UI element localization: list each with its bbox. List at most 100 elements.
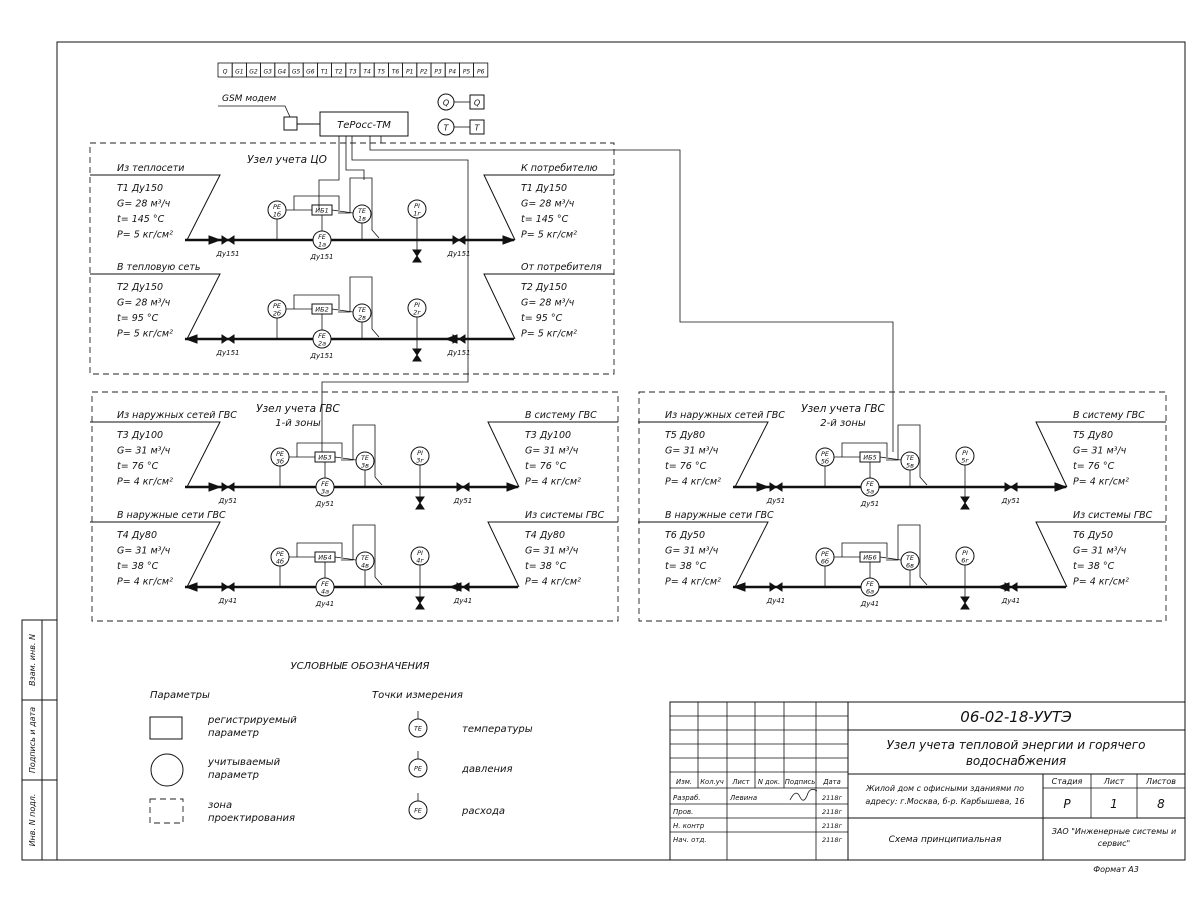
stamp-role: Нач. отд. [673,836,707,844]
return-line-ib-label: ИБ2 [315,306,328,314]
return-line-te-instrument-index: 2в [358,314,366,322]
return-line-right-param: T4 Ду80 [525,530,565,541]
gsm-leader [218,105,291,118]
return-line-ib-bus [293,294,340,309]
return-line-right-param: T6 Ду50 [1073,530,1113,541]
supply-line-valve-right-icon [452,235,466,245]
return-line-left-param: T6 Ду50 [665,530,705,541]
supply-line-dn-left: Ду51 [766,497,786,505]
supply-line-left-param: P= 4 кг/см² [117,477,173,488]
supply-line-right-chevron [1035,421,1166,488]
q-box-icon [469,94,485,110]
stamp-name: Левина [729,794,757,802]
block-title: Узел учета ГВС [801,403,885,415]
supply-line-right-param: P= 4 кг/см² [1073,477,1129,488]
legend-item-line2: проектирования [208,813,295,824]
return-line-dn-left: Ду151 [216,349,240,357]
return-line-pi-instrument-index: 2г [413,309,421,317]
return-line-right-param: G= 31 м³/ч [525,546,579,557]
return-line-right-param: t= 38 °C [525,561,567,572]
legend-title: УСЛОВНЫЕ ОБОЗНАЧЕНИЯ [290,661,429,672]
block-title: Узел учета ЦО [247,154,327,166]
controller-label: ТеРосс-ТМ [337,120,391,131]
return-line-ib-te-link [331,308,354,313]
return-line-left-param: T2 Ду150 [117,282,163,293]
supply-line-right-title: К потребителю [521,163,598,174]
legend-item-line2: параметр [208,770,259,781]
stage-value: Р [1063,797,1071,811]
supply-line-te-instrument-circle [352,204,372,224]
return-line-te-instrument-index: 6в [906,562,914,570]
supply-line-ib-bus [293,195,340,210]
return-line-pi-instrument-circle [410,546,430,566]
return-line-fe-instrument-index: 6а [866,588,874,596]
legend-point-symbol: PE [414,765,423,773]
stamp-date: 2118г [822,822,843,830]
wire-ib3 [321,136,469,452]
supply-line-arrow-in-icon [756,482,770,492]
supply-line-pe-instrument-tag: PE [821,450,830,458]
return-line-dn-mid: Ду41 [860,600,880,608]
design-zone-border [89,142,615,375]
legend-register-box-icon [149,716,183,740]
supply-line-left-param: T3 Ду100 [117,430,163,441]
return-line-drain-valve-icon [960,596,970,610]
return-line-pe-instrument-tag: PE [276,550,285,558]
return-line-pi-instrument-tag: PI [414,301,420,309]
return-line-te-instrument-circle [352,303,372,323]
return-line-left-param: P= 4 кг/см² [665,577,721,588]
parameter-cell-label: P1 [406,69,413,76]
return-line-left-chevron [638,521,769,588]
return-line-arrow-out-icon [184,582,198,592]
supply-line-ib-trunk [338,177,380,239]
parameter-cell-label: G5 [292,69,301,76]
return-line-ib-te-link [879,556,902,561]
sheet-value: 1 [1110,797,1118,811]
parameter-cell-label: P5 [463,69,471,76]
drawing-title-line2: водоснабжения [966,754,1066,768]
object-line2: адресу: г.Москва, б-р. Карбышева, 16 [865,797,1024,806]
supply-line-left-title: Из наружных сетей ГВС [665,410,785,421]
parameter-cell-label: P6 [477,69,485,76]
supply-line-left-param: P= 5 кг/см² [117,230,173,241]
legend-point-label: расхода [461,806,505,817]
return-line-left-chevron [90,521,221,588]
return-line-right-param: P= 4 кг/см² [1073,577,1129,588]
legend-point-symbol: FE [414,807,423,815]
supply-line-dn-right: Ду151 [447,250,471,258]
return-line-right-param: P= 4 кг/см² [525,577,581,588]
return-line-valve-left-icon [221,582,235,592]
return-line-left-param: G= 28 м³/ч [117,298,171,309]
block-subtitle: 2-й зоны [820,418,866,429]
sheets-label: Листов [1145,777,1176,786]
supply-line-ib-bus [841,442,888,457]
supply-line-left-param: t= 76 °C [665,461,707,472]
company-line2: сервис" [1098,839,1130,848]
return-line-pi-instrument-circle [407,298,427,318]
supply-line-right-param: G= 31 м³/ч [525,446,579,457]
supply-line-fe-instrument-index: 1а [318,241,326,249]
return-line-pi-instrument-index: 6г [961,557,969,565]
supply-line-left-chevron [90,174,221,241]
stamp-role: Разраб. [673,794,701,802]
supply-line-ib-label: ИБ3 [318,454,331,462]
supply-line-right-title: В систему ГВС [525,410,597,421]
return-line-drain-valve-icon [412,348,422,362]
return-line-right-title: Из системы ГВС [525,510,605,521]
return-line-pi-instrument-tag: PI [962,549,968,557]
supply-line-valve-right-icon [456,482,470,492]
supply-line-valve-left-icon [221,482,235,492]
return-line-left-param: t= 38 °C [117,561,159,572]
return-line-left-param: T4 Ду80 [117,530,157,541]
return-line-right-chevron [487,521,618,588]
supply-line-pi-instrument-tag: PI [414,202,420,210]
stamp-header: Изм. [676,778,692,786]
legend-point-label: температуры [462,724,533,735]
